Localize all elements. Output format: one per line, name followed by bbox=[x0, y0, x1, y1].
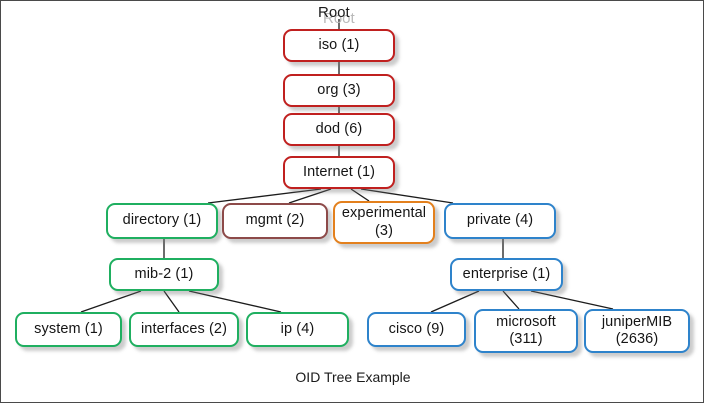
node-label-microsoft: microsoft (311) bbox=[496, 313, 556, 347]
node-interfaces[interactable]: interfaces (2) bbox=[129, 312, 239, 347]
node-dod[interactable]: dod (6) bbox=[283, 113, 395, 146]
edge-internet-to-mgmt bbox=[288, 188, 332, 204]
node-label-enterprise: enterprise (1) bbox=[462, 265, 551, 282]
node-label-dod: dod (6) bbox=[315, 120, 363, 137]
edge-enterprise-to-cisco bbox=[430, 290, 480, 313]
node-mib2[interactable]: mib-2 (1) bbox=[109, 258, 219, 291]
node-label-internet: Internet (1) bbox=[302, 163, 376, 180]
edge-internet-to-directory bbox=[207, 188, 322, 204]
node-system[interactable]: system (1) bbox=[15, 312, 122, 347]
node-label-ip: ip (4) bbox=[280, 320, 315, 337]
node-label-directory: directory (1) bbox=[122, 212, 202, 229]
node-label-mib2: mib-2 (1) bbox=[134, 265, 194, 282]
node-cisco[interactable]: cisco (9) bbox=[367, 312, 466, 347]
node-enterprise[interactable]: enterprise (1) bbox=[450, 258, 563, 291]
node-label-cisco: cisco (9) bbox=[388, 320, 445, 337]
node-mgmt[interactable]: mgmt (2) bbox=[222, 203, 328, 239]
edge-internet-to-experimental bbox=[350, 188, 370, 202]
edge-mib2-to-system bbox=[80, 290, 142, 313]
node-label-iso: iso (1) bbox=[318, 36, 360, 53]
node-label-interfaces: interfaces (2) bbox=[140, 320, 227, 337]
node-label-juniperMIB: juniperMIB (2636) bbox=[601, 313, 673, 347]
node-label-experimental: experimental (3) bbox=[341, 205, 427, 239]
edge-enterprise-to-juniperMIB bbox=[530, 290, 614, 310]
node-microsoft[interactable]: microsoft (311) bbox=[474, 309, 578, 353]
node-private[interactable]: private (4) bbox=[444, 203, 556, 239]
root-label: Root bbox=[318, 4, 350, 21]
edge-enterprise-to-microsoft bbox=[502, 290, 520, 310]
node-internet[interactable]: Internet (1) bbox=[283, 156, 395, 189]
node-directory[interactable]: directory (1) bbox=[106, 203, 218, 239]
node-label-org: org (3) bbox=[317, 81, 361, 98]
root-label-shadow: Root bbox=[323, 10, 355, 27]
node-label-private: private (4) bbox=[466, 212, 534, 229]
node-ip[interactable]: ip (4) bbox=[246, 312, 349, 347]
node-label-system: system (1) bbox=[34, 320, 103, 337]
node-experimental[interactable]: experimental (3) bbox=[333, 201, 435, 244]
edge-mib2-to-ip bbox=[188, 290, 282, 313]
edge-mib2-to-interfaces bbox=[163, 290, 180, 313]
node-org[interactable]: org (3) bbox=[283, 74, 395, 107]
node-iso[interactable]: iso (1) bbox=[283, 29, 395, 62]
node-label-mgmt: mgmt (2) bbox=[245, 212, 305, 229]
diagram-caption: OID Tree Example bbox=[295, 369, 411, 385]
node-juniperMIB[interactable]: juniperMIB (2636) bbox=[584, 309, 690, 353]
